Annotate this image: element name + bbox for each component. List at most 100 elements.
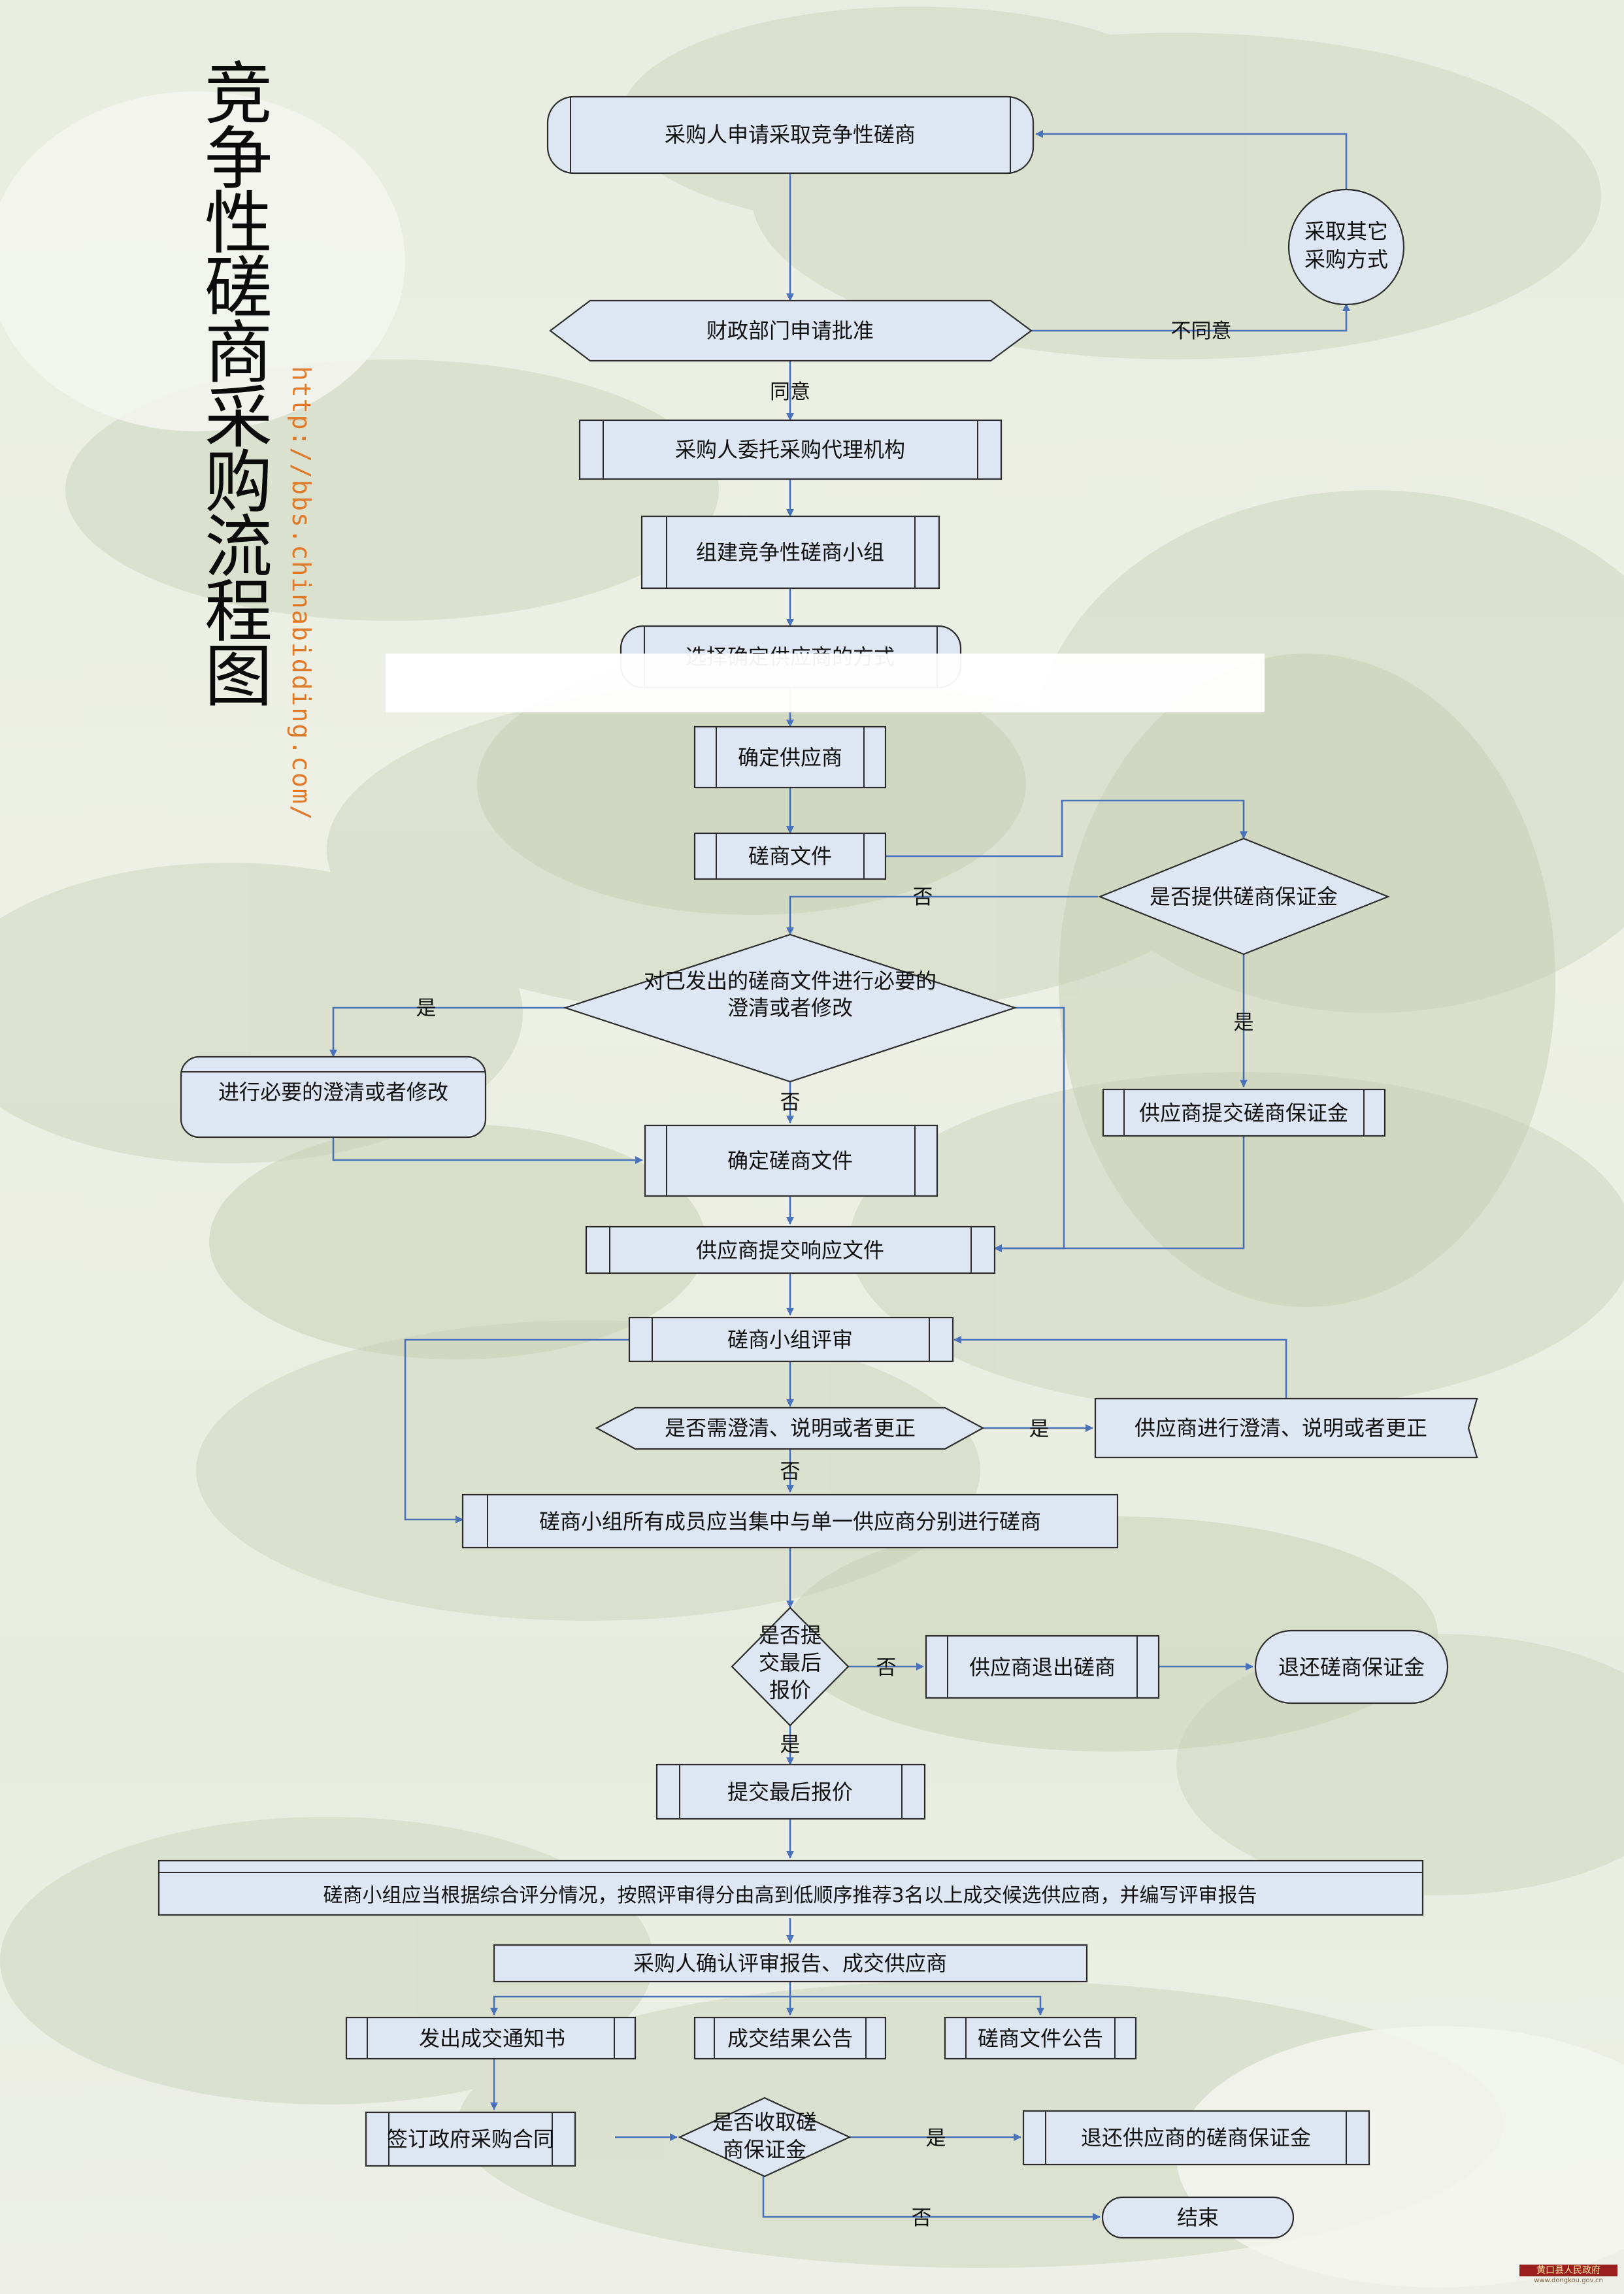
node-label: 组建竞争性磋商小组 <box>696 540 884 565</box>
node-label: 采购人委托采购代理机构 <box>675 437 905 462</box>
node-label-line2: 交最后 <box>759 1650 821 1675</box>
node-label-line3: 报价 <box>769 1678 811 1703</box>
node-recommend-candidates: 磋商小组应当根据综合评分情况，按照评审得分由高到低顺序推荐3名以上成交候选供应商… <box>157 1859 1424 1916</box>
source-url: http://bbs.chinabidding.com/ <box>287 366 316 822</box>
label-yes-need: 是 <box>1029 1418 1050 1441</box>
node-deposit-decision: 是否提供磋商保证金 <box>1098 837 1390 956</box>
logo-name: 黄口县人民政府 <box>1519 2265 1617 2276</box>
node-submit-response: 供应商提交响应文件 <box>585 1225 996 1274</box>
node-label: 财政部门申请批准 <box>706 318 874 343</box>
node-label: 供应商进行澄清、说明或者更正 <box>1135 1416 1427 1440</box>
node-label: 采购人申请采取竞争性磋商 <box>665 122 916 147</box>
label-no-collect: 否 <box>912 2206 932 2230</box>
node-form-panel: 组建竞争性磋商小组 <box>640 515 940 590</box>
node-supplier-clarifies: 供应商进行澄清、说明或者更正 <box>1094 1397 1478 1459</box>
label-yes-collect: 是 <box>926 2127 946 2150</box>
label-agree: 同意 <box>770 380 810 404</box>
node-return-deposit: 退还磋商保证金 <box>1254 1629 1449 1704</box>
node-label: 供应商提交响应文件 <box>696 1238 884 1263</box>
node-label-line1: 采取其它 <box>1304 219 1388 244</box>
node-end: 结束 <box>1101 2196 1295 2239</box>
node-label-line2: 采购方式 <box>1304 247 1388 272</box>
node-apply-competitive-negotiation: 采购人申请采取竞争性磋商 <box>546 95 1035 175</box>
node-label: 供应商退出磋商 <box>969 1655 1116 1680</box>
node-label: 供应商提交磋商保证金 <box>1139 1101 1348 1125</box>
page-title: 竞争性磋商采购流程图 <box>204 54 273 716</box>
node-label: 进行必要的澄清或者修改 <box>218 1080 448 1105</box>
edge-n24-n25 <box>490 1995 790 2016</box>
node-clarify-decision: 对已发出的磋商文件进行必要的 澄清或者修改 <box>563 933 1018 1083</box>
node-label: 磋商小组应当根据综合评分情况，按照评审得分由高到低顺序推荐3名以上成交候选供应商… <box>323 1884 1257 1907</box>
node-label: 磋商小组评审 <box>727 1327 853 1352</box>
node-label: 成交结果公告 <box>727 2026 853 2051</box>
government-logo: 黄口县人民政府 www.dongkou.gov.cn <box>1519 2265 1617 2288</box>
edge-n10-n11 <box>329 1006 565 1057</box>
logo-url: www.dongkou.gov.cn <box>1534 2277 1603 2284</box>
edge-n11-n12 <box>332 1137 643 1164</box>
node-label: 是否需澄清、说明或者更正 <box>665 1416 916 1440</box>
node-entrust-agency: 采购人委托采购代理机构 <box>578 419 1003 480</box>
edge-n13-n14 <box>994 1136 1245 1252</box>
node-label: 磋商文件 <box>748 844 832 869</box>
node-collect-deposit-decision: 是否收取磋 商保证金 <box>678 2097 852 2178</box>
node-label: 确定磋商文件 <box>727 1148 853 1173</box>
node-panel-review: 磋商小组评审 <box>628 1316 954 1363</box>
label-no-final: 否 <box>876 1656 897 1680</box>
node-label: 磋商小组所有成员应当集中与单一供应商分别进行磋商 <box>539 1509 1041 1534</box>
node-panel-negotiate: 磋商小组所有成员应当集中与单一供应商分别进行磋商 <box>461 1493 1119 1549</box>
node-supplier-withdraws: 供应商退出磋商 <box>925 1635 1160 1699</box>
node-label: 退还供应商的磋商保证金 <box>1081 2125 1311 2150</box>
edge-n3-n1 <box>1035 130 1348 190</box>
edge-n29-n31 <box>762 2176 1101 2221</box>
edge-n15-n18 <box>404 1338 629 1523</box>
node-label: 退还磋商保证金 <box>1278 1655 1425 1680</box>
node-label: 确定供应商 <box>738 745 842 770</box>
node-label: 采购人确认评审报告、成交供应商 <box>633 1951 947 1976</box>
label-yes-final: 是 <box>780 1733 801 1757</box>
node-document-announcement: 磋商文件公告 <box>944 2016 1137 2060</box>
node-submit-final-offer: 提交最后报价 <box>655 1763 926 1820</box>
node-label: 结束 <box>1177 2205 1219 2230</box>
edge-n9-n10 <box>786 895 1098 935</box>
edge-n17-n15 <box>953 1336 1287 1399</box>
label-yes-clarify: 是 <box>416 997 437 1020</box>
node-confirm-supplier: 确定供应商 <box>693 725 887 789</box>
node-make-clarification: 进行必要的澄清或者修改 <box>180 1056 487 1139</box>
edge-n24-n27 <box>790 1995 1044 2016</box>
node-label-line2: 澄清或者修改 <box>727 995 853 1020</box>
node-issue-notice: 发出成交通知书 <box>345 2016 637 2060</box>
node-label: 是否提供磋商保证金 <box>1150 884 1338 909</box>
node-confirm-negotiation-document: 确定磋商文件 <box>644 1124 938 1197</box>
node-final-offer-decision: 是否提 交最后 报价 <box>731 1606 850 1727</box>
label-no-need: 否 <box>780 1460 801 1484</box>
node-need-clarify-decision: 是否需澄清、说明或者更正 <box>595 1406 985 1450</box>
node-negotiation-document: 磋商文件 <box>693 832 887 880</box>
edges <box>329 130 1350 2221</box>
label-no-deposit: 否 <box>913 886 933 909</box>
white-band-decoration <box>386 654 1265 712</box>
node-label-line1: 是否提 <box>759 1623 821 1648</box>
edge-n8-n9 <box>886 799 1248 857</box>
edge-labels: 不同意 同意 否 是 是 否 是 否 否 是 是 否 <box>416 320 1254 2230</box>
node-label: 磋商文件公告 <box>978 2026 1103 2051</box>
label-yes-deposit: 是 <box>1234 1011 1254 1035</box>
node-other-procurement-circle: 采取其它 采购方式 <box>1287 188 1405 306</box>
node-label: 提交最后报价 <box>727 1780 853 1804</box>
node-result-announcement: 成交结果公告 <box>693 2016 887 2060</box>
node-return-supplier-deposit: 退还供应商的磋商保证金 <box>1022 2110 1370 2166</box>
label-disagree: 不同意 <box>1171 320 1232 343</box>
node-label-line2: 商保证金 <box>723 2137 806 2162</box>
label-no-clarify: 否 <box>780 1091 801 1114</box>
node-label-line1: 对已发出的磋商文件进行必要的 <box>644 969 936 993</box>
node-finance-approval: 财政部门申请批准 <box>549 299 1033 362</box>
node-label-line1: 是否收取磋 <box>712 2110 817 2135</box>
node-confirm-report: 采购人确认评审报告、成交供应商 <box>493 1944 1088 1983</box>
node-label: 签订政府采购合同 <box>387 2127 554 2152</box>
edge-n2-n3 <box>1031 303 1350 332</box>
node-label: 发出成交通知书 <box>419 2026 565 2051</box>
edge-n10-n14 <box>994 1006 1065 1252</box>
node-sign-contract: 签订政府采购合同 <box>365 2111 576 2167</box>
node-submit-deposit: 供应商提交磋商保证金 <box>1102 1088 1386 1137</box>
